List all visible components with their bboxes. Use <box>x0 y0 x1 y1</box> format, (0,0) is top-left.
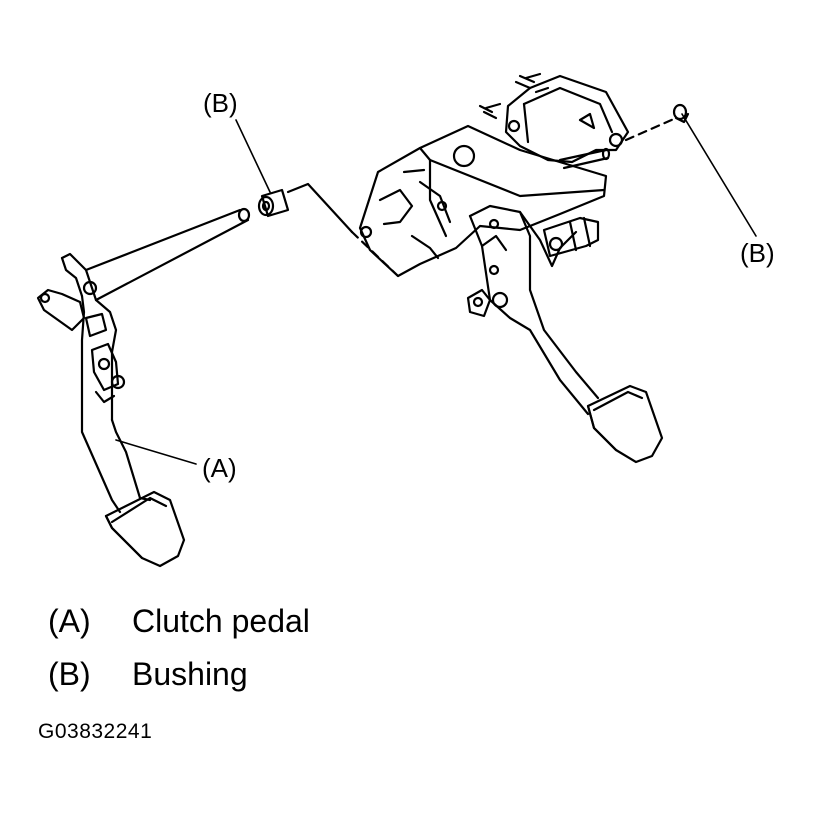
pivot-shaft <box>82 207 251 302</box>
legend-row-clutch-pedal: (A) Clutch pedal <box>48 605 310 637</box>
brake-pedal-pad <box>586 384 664 464</box>
legend-row-bushing: (B) Bushing <box>48 658 248 690</box>
bushing-left <box>257 188 290 218</box>
legend-key: (B) <box>48 656 91 692</box>
legend-key: (A) <box>48 603 91 639</box>
pedal-bracket <box>358 72 630 278</box>
callout-b-right: (B) <box>740 238 775 268</box>
legend-text: Bushing <box>132 656 248 692</box>
callout-a: (A) <box>202 453 237 483</box>
clutch-pedal-pad <box>104 490 186 568</box>
pedal-assembly-diagram <box>36 72 757 568</box>
legend-text: Clutch pedal <box>132 603 310 639</box>
bushing-right <box>672 103 690 124</box>
brake-pedal-arm <box>466 204 600 416</box>
leader-lines <box>115 113 757 465</box>
callout-b-top: (B) <box>203 88 238 118</box>
figure-id: G03832241 <box>38 720 153 743</box>
